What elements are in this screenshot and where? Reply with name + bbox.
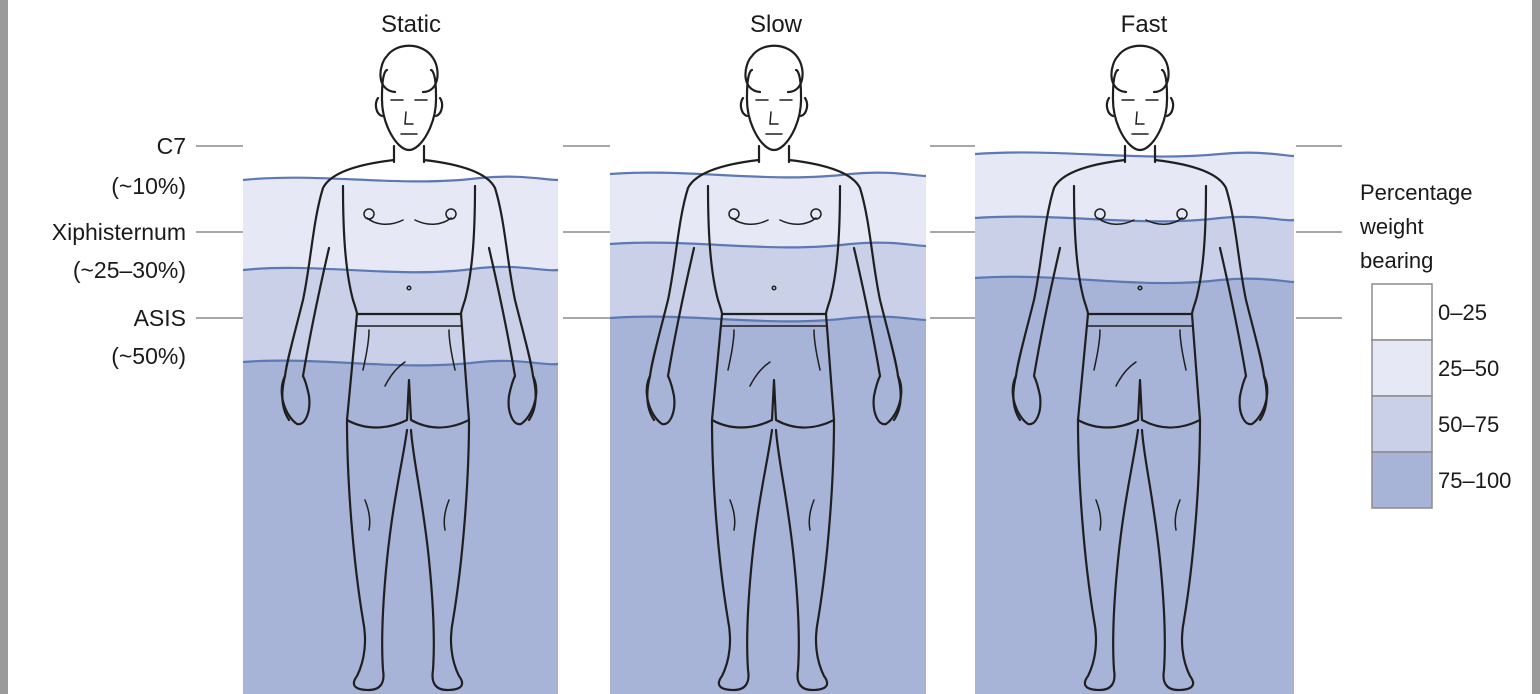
landmark-c7-label: C7 [157, 133, 186, 159]
legend-label-50-75: 50–75 [1438, 412, 1499, 437]
panel-static [243, 177, 558, 694]
legend-label-75-100: 75–100 [1438, 468, 1511, 493]
legend-swatch-0-25 [1372, 284, 1432, 340]
legend-title-line-1: Percentage [1360, 180, 1473, 205]
landmark-asis-percent: (~50%) [111, 343, 186, 369]
landmark-asis-label: ASIS [134, 305, 186, 331]
landmark-xiphisternum-percent: (~25–30%) [73, 257, 186, 283]
landmark-xiphisternum-label: Xiphisternum [52, 219, 186, 245]
legend-title-line-2: weight [1359, 214, 1424, 239]
legend-swatch-25-50 [1372, 340, 1432, 396]
legend-title-line-3: bearing [1360, 248, 1433, 273]
panel-slow [610, 173, 926, 694]
panel-title-slow: Slow [750, 11, 803, 38]
landmark-c7-percent: (~10%) [111, 173, 186, 199]
zone-static-75-100 [243, 361, 558, 694]
legend-swatch-75-100 [1372, 452, 1432, 508]
legend-label-25-50: 25–50 [1438, 356, 1499, 381]
legend-label-0-25: 0–25 [1438, 300, 1487, 325]
legend-swatch-50-75 [1372, 396, 1432, 452]
panel-title-fast: Fast [1121, 11, 1168, 38]
legend: Percentage weight bearing 0–25 25–50 50–… [1359, 180, 1511, 508]
panel-title-static: Static [381, 11, 441, 38]
